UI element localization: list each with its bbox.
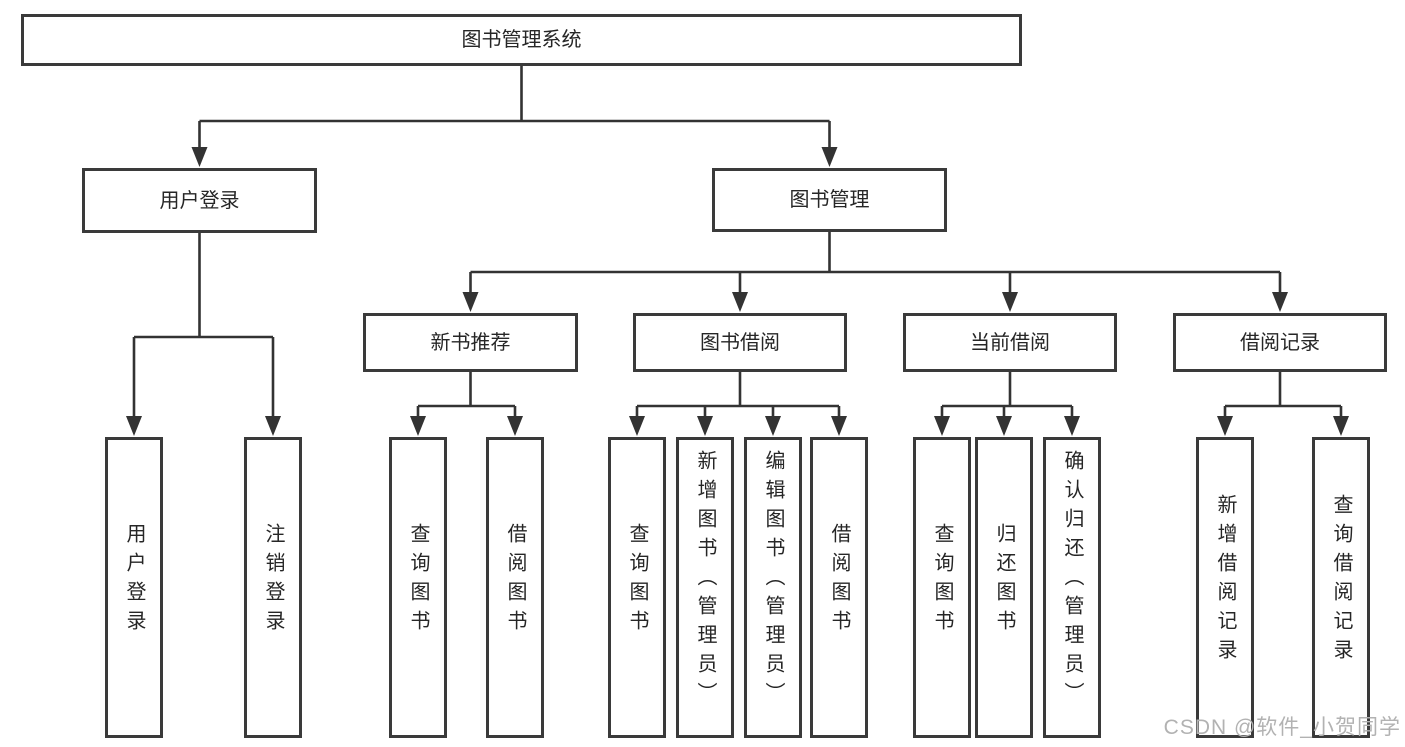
node-label: 借阅图书 [828,522,850,639]
node-logout-leaf: 注销登录 [244,437,302,738]
node-confirm-return-admin: 确认归还（管理员） [1043,437,1101,738]
node-query-books-recommend: 查询图书 [389,437,447,738]
arrowheads [126,147,1349,436]
node-borrow-books-recommend: 借阅图书 [486,437,544,738]
node-label: 新书推荐 [430,331,511,354]
node-label: 图书借阅 [700,331,780,354]
node-label: 新增借阅记录 [1214,493,1236,668]
node-label: 查询图书 [407,522,429,639]
node-label: 用户登录 [159,189,240,212]
node-label: 归还图书 [993,522,1015,639]
node-label: 查询借阅记录 [1330,493,1352,668]
node-label: 图书管理系统 [461,29,582,51]
csdn-watermark: CSDN @软件_小贺同学 [1163,716,1401,739]
node-label: 确认归还（管理员） [1061,450,1083,711]
node-label: 编辑图书（管理员） [762,450,784,711]
node-label: 图书管理 [789,189,870,211]
node-add-books-admin: 新增图书（管理员） [676,437,734,738]
node-book-management: 图书管理 [712,168,947,232]
node-label: 查询图书 [626,522,648,639]
node-label: 用户登录 [123,522,145,639]
node-query-books-borrowing: 查询图书 [608,437,666,738]
node-label: 注销登录 [262,522,284,639]
node-return-books: 归还图书 [975,437,1033,738]
node-borrow-books-borrowing: 借阅图书 [810,437,868,738]
node-label: 查询图书 [931,522,953,639]
node-label: 当前借阅 [970,331,1050,354]
node-query-books-current: 查询图书 [913,437,971,738]
node-user-login-leaf: 用户登录 [105,437,163,738]
node-query-borrow-record: 查询借阅记录 [1312,437,1370,738]
node-book-borrowing: 图书借阅 [633,313,847,372]
node-new-book-recommend: 新书推荐 [363,313,578,372]
node-library-management-system: 图书管理系统 [21,14,1022,66]
node-current-borrowing: 当前借阅 [903,313,1117,372]
node-label: 借阅图书 [504,522,526,639]
node-label: 新增图书（管理员） [694,450,716,711]
tree-edges [132,66,1343,422]
node-borrowing-records: 借阅记录 [1173,313,1387,372]
node-add-borrow-record: 新增借阅记录 [1196,437,1254,738]
node-label: 借阅记录 [1240,331,1320,354]
node-user-login: 用户登录 [82,168,317,233]
node-edit-books-admin: 编辑图书（管理员） [744,437,802,738]
